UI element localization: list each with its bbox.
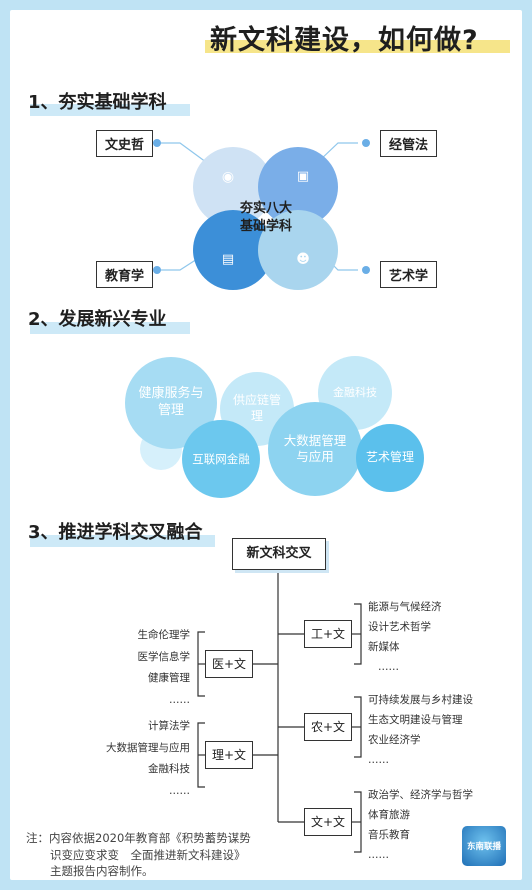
section-2-highlight [30,322,190,334]
bubble-internet-finance: 互联网金融 [182,420,260,498]
bubble-fintech: 金融科技 [318,356,392,430]
label-yishuxue: 艺术学 [380,261,438,288]
leaf-item: 音乐教育 [368,829,410,841]
leaves-sci: 计算法学 大数据管理与应用 金融科技 …… [90,716,190,802]
leaf-item: 健康管理 [148,672,190,684]
section-2-title: 2、发展新兴专业 [28,309,167,330]
branch-sci: 理+文 [205,741,253,769]
bubble-art-management: 艺术管理 [356,424,424,492]
leaf-item: 金融科技 [148,763,190,775]
label-wenshizhe: 文史哲 [96,130,154,157]
dot-icon [153,139,161,147]
dot-icon [362,266,370,274]
people-icon: ☻ [296,251,310,267]
branch-agri: 农+文 [304,713,352,741]
leaf-item: …… [169,784,190,797]
leaf-item: 新媒体 [368,641,400,653]
leaf-item: 医学信息学 [137,650,191,663]
title-highlight [205,40,510,53]
petal-bottom-right: ☻ [258,210,338,290]
leaves-med: 生命伦理学 医学信息学 健康管理 …… [100,625,191,711]
leaf-item: 政治学、经济学与哲学 [368,789,473,801]
foundation-center-label: 夯实八大 基础学科 [222,200,310,236]
footnote-line-2: 识变应变求变 全面推进新文科建设》 [50,847,246,862]
leaf-item: 生命伦理学 [137,629,191,641]
section-3-title: 3、推进学科交叉融合 [28,522,203,543]
bubble-big-data: 大数据管理与应用 [268,402,362,496]
leaves-arts: 政治学、经济学与哲学 体育旅游 音乐教育 …… [368,785,473,865]
location-pin-icon: ◉ [221,168,235,185]
footnote-line-1: 注：内容依据2020年教育部《积势蓄势谋势 [26,831,251,845]
leaves-agri: 可持续发展与乡村建设 生态文明建设与管理 农业经济学 …… [368,690,473,770]
leaf-item: 生态文明建设与管理 [368,714,463,726]
leaf-item: 体育旅游 [368,809,410,821]
leaf-item: 设计艺术哲学 [368,621,431,633]
leaf-item: …… [169,693,190,706]
label-jingguanfa: 经管法 [380,130,438,157]
branch-arts: 文+文 [304,808,352,836]
center-line-2: 基础学科 [239,219,292,235]
section-3-highlight [30,535,215,547]
section-1-title: 1、夯实基础学科 [28,92,167,113]
leaf-item: 大数据管理与应用 [106,741,190,754]
label-jiaoyuxue: 教育学 [96,261,154,288]
broadcast-logo: 东南联播 [462,826,506,866]
leaf-item: …… [378,661,399,673]
leaves-eng: 能源与气候经济 设计艺术哲学 新媒体 …… [368,597,442,677]
dot-icon [153,266,161,274]
footnote: 注：内容依据2020年教育部《积势蓄势谋势 识变应变求变 全面推进新文科建设》 … [26,830,356,880]
leaf-item: 能源与气候经济 [368,601,442,613]
leaf-item: 可持续发展与乡村建设 [368,694,473,706]
document-icon: ▣ [296,168,310,184]
root-node: 新文科交叉 [232,538,326,570]
branch-eng: 工+文 [304,620,352,648]
leaf-item: …… [368,754,389,766]
page-title: 新文科建设，如何做? [210,25,479,56]
footnote-line-3: 主题报告内容制作。 [50,864,154,879]
logo-text: 东南联播 [466,842,501,852]
section-1-highlight [30,104,190,116]
leaf-item: 计算法学 [148,720,190,732]
center-line-1: 夯实八大 [239,201,292,216]
leaf-item: …… [368,849,389,861]
dot-icon [362,139,370,147]
leaf-item: 农业经济学 [368,734,421,746]
branch-med: 医+文 [205,650,253,678]
list-icon: ▤ [221,251,235,267]
